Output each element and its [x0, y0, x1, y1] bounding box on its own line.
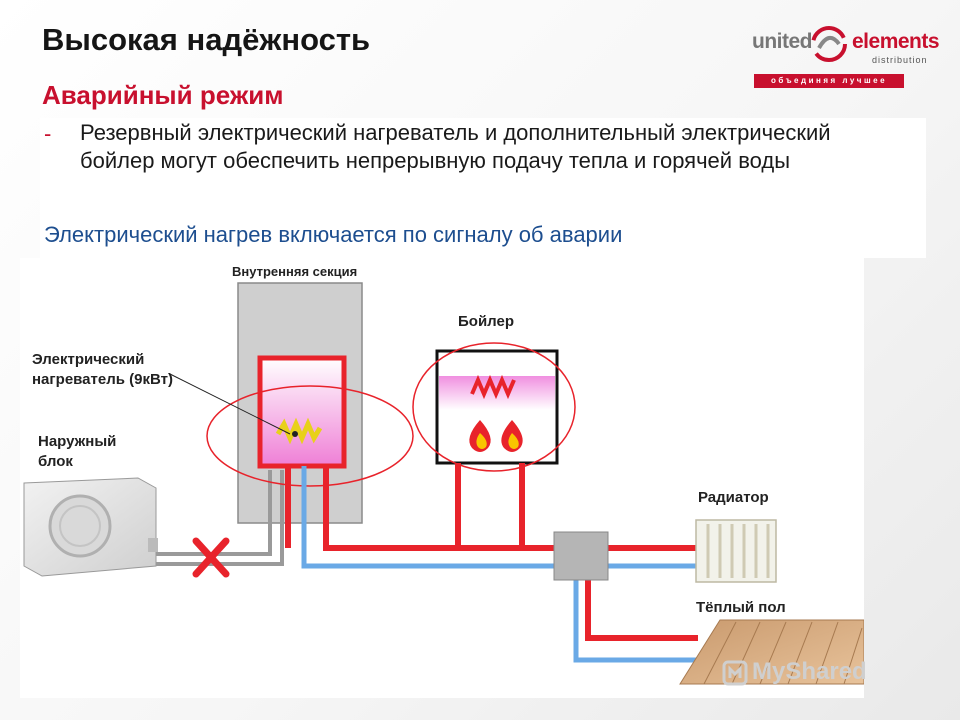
logo-tagline: объединяя лучшее [754, 74, 904, 88]
boiler-coil-icon [470, 374, 516, 400]
bullet-dash: - [44, 121, 52, 146]
outdoor-unit [23, 477, 158, 577]
label-boiler: Бойлер [458, 313, 514, 330]
label-heater-line2: нагреватель (9кВт) [32, 371, 173, 388]
label-heater-line1: Электрический [32, 351, 144, 368]
return-water-pipes [301, 466, 698, 663]
bullet-text: Резервный электрический нагреватель и до… [80, 120, 831, 173]
heater-highlight-ellipse [206, 385, 414, 487]
logo-word-united: united [752, 30, 813, 53]
label-warm-floor: Тёплый пол [696, 599, 786, 616]
slide-title: Высокая надёжность [42, 22, 371, 57]
heater-coil-icon [275, 417, 323, 445]
distribution-box [553, 531, 609, 581]
company-logo: united elements distribution объединяя л… [752, 26, 940, 90]
emergency-note: Электрический нагрев включается по сигна… [44, 222, 623, 247]
heater-pointer [169, 373, 291, 435]
refrigerant-pipes [156, 470, 284, 566]
watermark-text: MyShared [752, 658, 867, 685]
electric-heater-box [257, 355, 347, 469]
text-box [40, 118, 926, 258]
watermark-icon [722, 660, 748, 686]
label-radiator: Радиатор [698, 489, 769, 506]
label-outdoor-line1: Наружный [38, 433, 116, 450]
logo-swirl-icon [811, 26, 847, 62]
label-outdoor-line2: блок [38, 453, 73, 470]
emergency-heating-diagram: Внутренняя секция Бойлер Электрический н… [20, 258, 864, 698]
radiator [695, 519, 777, 583]
slide-subtitle: Аварийный режим [42, 80, 284, 110]
logo-word-elements: elements [852, 30, 940, 53]
boiler-highlight-ellipse [412, 342, 576, 472]
warm-floor [679, 619, 864, 685]
hot-water-pipes [285, 463, 698, 641]
label-inner-section: Внутренняя секция [232, 264, 357, 279]
logo-sub: distribution [872, 55, 928, 65]
fault-cross-icon [192, 537, 230, 578]
